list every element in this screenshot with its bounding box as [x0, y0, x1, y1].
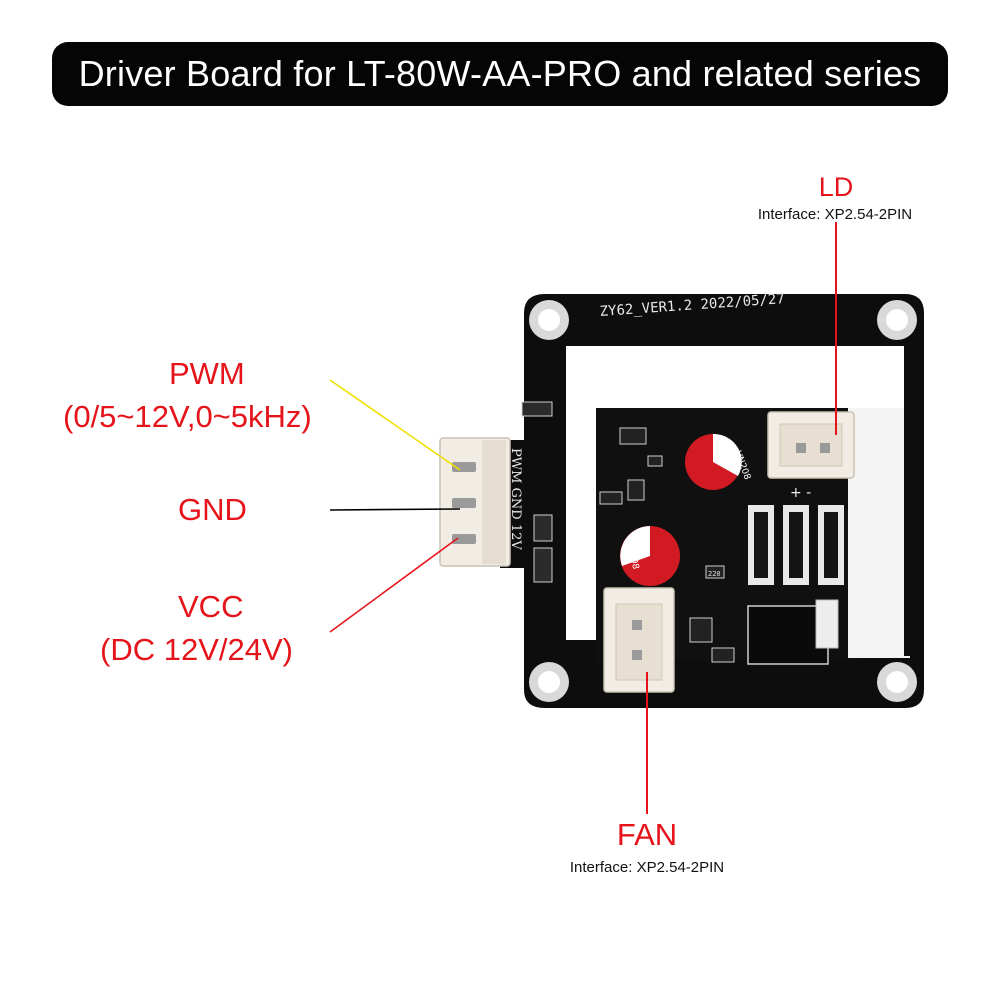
- fan-interface: Interface: XP2.54-2PIN: [570, 859, 724, 876]
- mosfet-array: [748, 505, 844, 585]
- mounting-hole-top-right: [877, 300, 917, 340]
- pcb-side-rail: [848, 408, 910, 658]
- ld-label: LD: [818, 172, 854, 202]
- input-connector-pins: [452, 462, 476, 544]
- capacitor-top: VN208: [685, 433, 752, 490]
- mounting-hole-bottom-left: [529, 662, 569, 702]
- diagram-title: Driver Board for LT-80W-AA-PRO and relat…: [78, 53, 922, 94]
- fan-interface-value: XP2.54-2PIN: [636, 859, 725, 876]
- regulator-chip: [747, 599, 839, 665]
- ld-interface-value: XP2.54-2PIN: [824, 206, 913, 223]
- pwm-pointer-line: [329, 379, 461, 471]
- input-connector-wall: [482, 440, 506, 564]
- ld-interface: Interface: XP2.54-2PIN: [758, 206, 912, 223]
- vcc-label: VCC: [178, 589, 244, 624]
- title-banner: Driver Board for LT-80W-AA-PRO and relat…: [52, 42, 948, 106]
- ld-interface-prefix: Interface:: [757, 206, 825, 223]
- smd-components-left: [521, 401, 553, 583]
- fan-label: FAN: [616, 817, 678, 852]
- ld-connector: [767, 411, 855, 479]
- vcc-pointer-line: [329, 537, 459, 633]
- ld-polarity: + -: [790, 485, 811, 501]
- vcc-detail: (DC 12V/24V): [100, 632, 293, 667]
- gnd-label: GND: [178, 492, 247, 527]
- pwm-detail: (0/5~12V,0~5kHz): [63, 399, 312, 434]
- smd-components-center: [599, 427, 735, 663]
- resistor-marking: 220: [708, 570, 721, 578]
- pcb-side-rail-edge: [904, 346, 924, 656]
- gnd-pointer-line: [329, 508, 461, 511]
- capacitor-bottom: VN208: [620, 526, 680, 586]
- mounting-hole-top-left: [529, 300, 569, 340]
- fan-connector: [603, 587, 675, 693]
- mounting-hole-bottom-right: [877, 662, 917, 702]
- fan-interface-prefix: Interface:: [569, 859, 637, 876]
- pwm-label: PWM: [169, 356, 245, 391]
- silkscreen-input-pins: PWM GND 12V: [508, 448, 523, 550]
